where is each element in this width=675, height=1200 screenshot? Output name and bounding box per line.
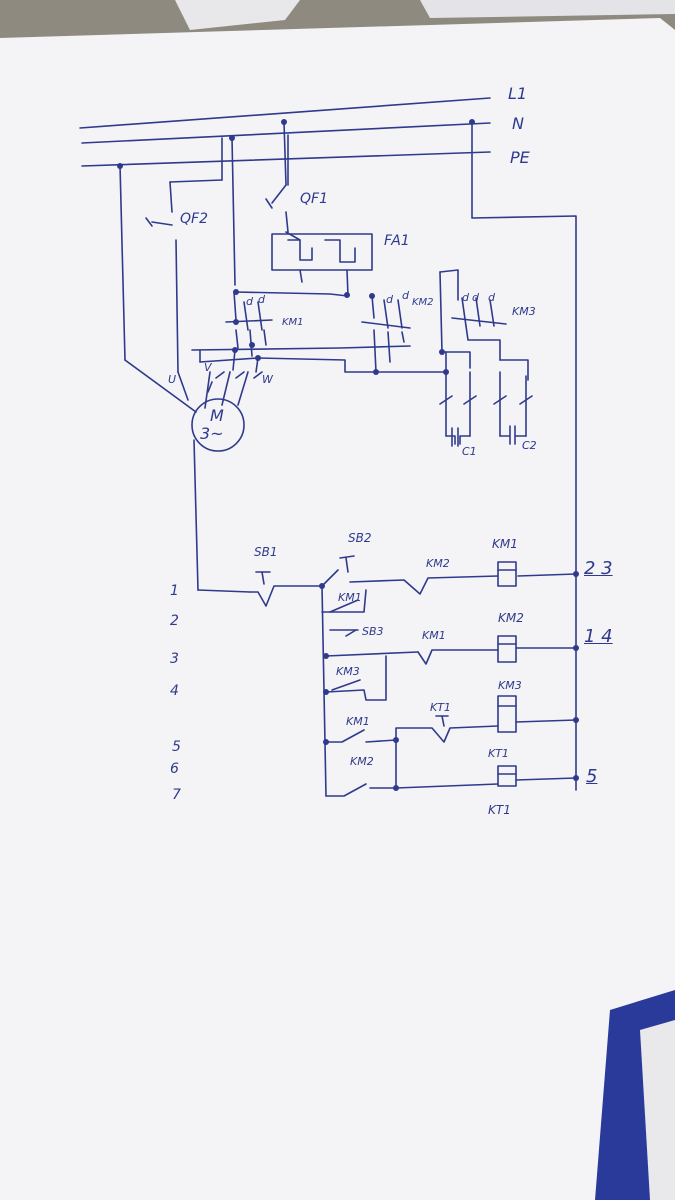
label-km2-row1: KM2 <box>426 557 450 570</box>
label-kt1-contact: KT1 <box>430 701 451 714</box>
line-number: 2 <box>170 613 179 629</box>
label-n: N <box>512 114 524 133</box>
line-number: 6 <box>170 761 179 777</box>
contact-mark: d <box>472 291 479 304</box>
label-v: V <box>204 361 212 374</box>
label-sb1: SB1 <box>254 545 278 559</box>
label-sb2: SB2 <box>348 531 372 545</box>
label-qf2: QF2 <box>180 211 208 227</box>
label-km2-power: KM2 <box>412 297 434 308</box>
contact-mark: d <box>488 291 495 304</box>
line-number: 3 <box>170 651 179 667</box>
label-km2-coil: KM2 <box>498 611 524 625</box>
label-c1: C1 <box>462 445 477 458</box>
background-paper-scrap <box>175 0 300 30</box>
line-number: 1 <box>170 583 179 599</box>
label-u: U <box>168 373 177 386</box>
label-km3-aux-row4: KM3 <box>336 665 360 678</box>
contact-mark: d <box>386 293 393 306</box>
bus-pe <box>81 151 491 167</box>
cross-reference: 5 <box>586 766 598 787</box>
label-km3-power: KM3 <box>512 305 536 318</box>
wiring <box>79 97 577 797</box>
label-kt1-coil-top: KT1 <box>488 747 509 760</box>
line-number: 4 <box>170 683 179 699</box>
background-paper-scrap <box>420 0 675 18</box>
pe-right-rail <box>471 121 577 791</box>
contact-mark: d <box>258 293 265 306</box>
junction-dots <box>117 119 579 791</box>
motor-circle <box>191 398 245 452</box>
label-km1-row3: KM1 <box>422 629 446 642</box>
label-km1-coil: KM1 <box>492 537 518 551</box>
label-kt1-coil-bottom: KT1 <box>488 803 511 817</box>
label-motor-phase: 3~ <box>200 424 224 443</box>
label-km1-aux-row2: KM1 <box>338 591 362 604</box>
label-km3-coil: KM3 <box>498 679 522 692</box>
bus-n <box>81 122 491 144</box>
label-pe: PE <box>510 148 530 167</box>
cross-reference: 2 3 <box>584 558 613 579</box>
cross-reference: 1 4 <box>584 626 613 647</box>
label-fa1: FA1 <box>384 233 410 249</box>
label-qf1: QF1 <box>300 191 328 207</box>
label-km1-power: KM1 <box>282 317 304 328</box>
contact-mark: d <box>402 289 409 302</box>
label-l1: L1 <box>508 84 528 103</box>
contact-mark: d <box>246 295 253 308</box>
line-number: 7 <box>172 787 181 803</box>
label-km2-aux-row6: KM2 <box>350 755 374 768</box>
bus-l1 <box>79 97 491 129</box>
label-sb3: SB3 <box>362 625 384 638</box>
contact-mark: d <box>462 291 469 304</box>
label-motor: M <box>210 406 224 425</box>
background-paper-scrap <box>640 1020 675 1200</box>
label-km1-aux-row5: KM1 <box>346 715 370 728</box>
label-w: W <box>262 373 273 386</box>
line-number: 5 <box>172 739 181 755</box>
label-c2: C2 <box>522 439 537 452</box>
